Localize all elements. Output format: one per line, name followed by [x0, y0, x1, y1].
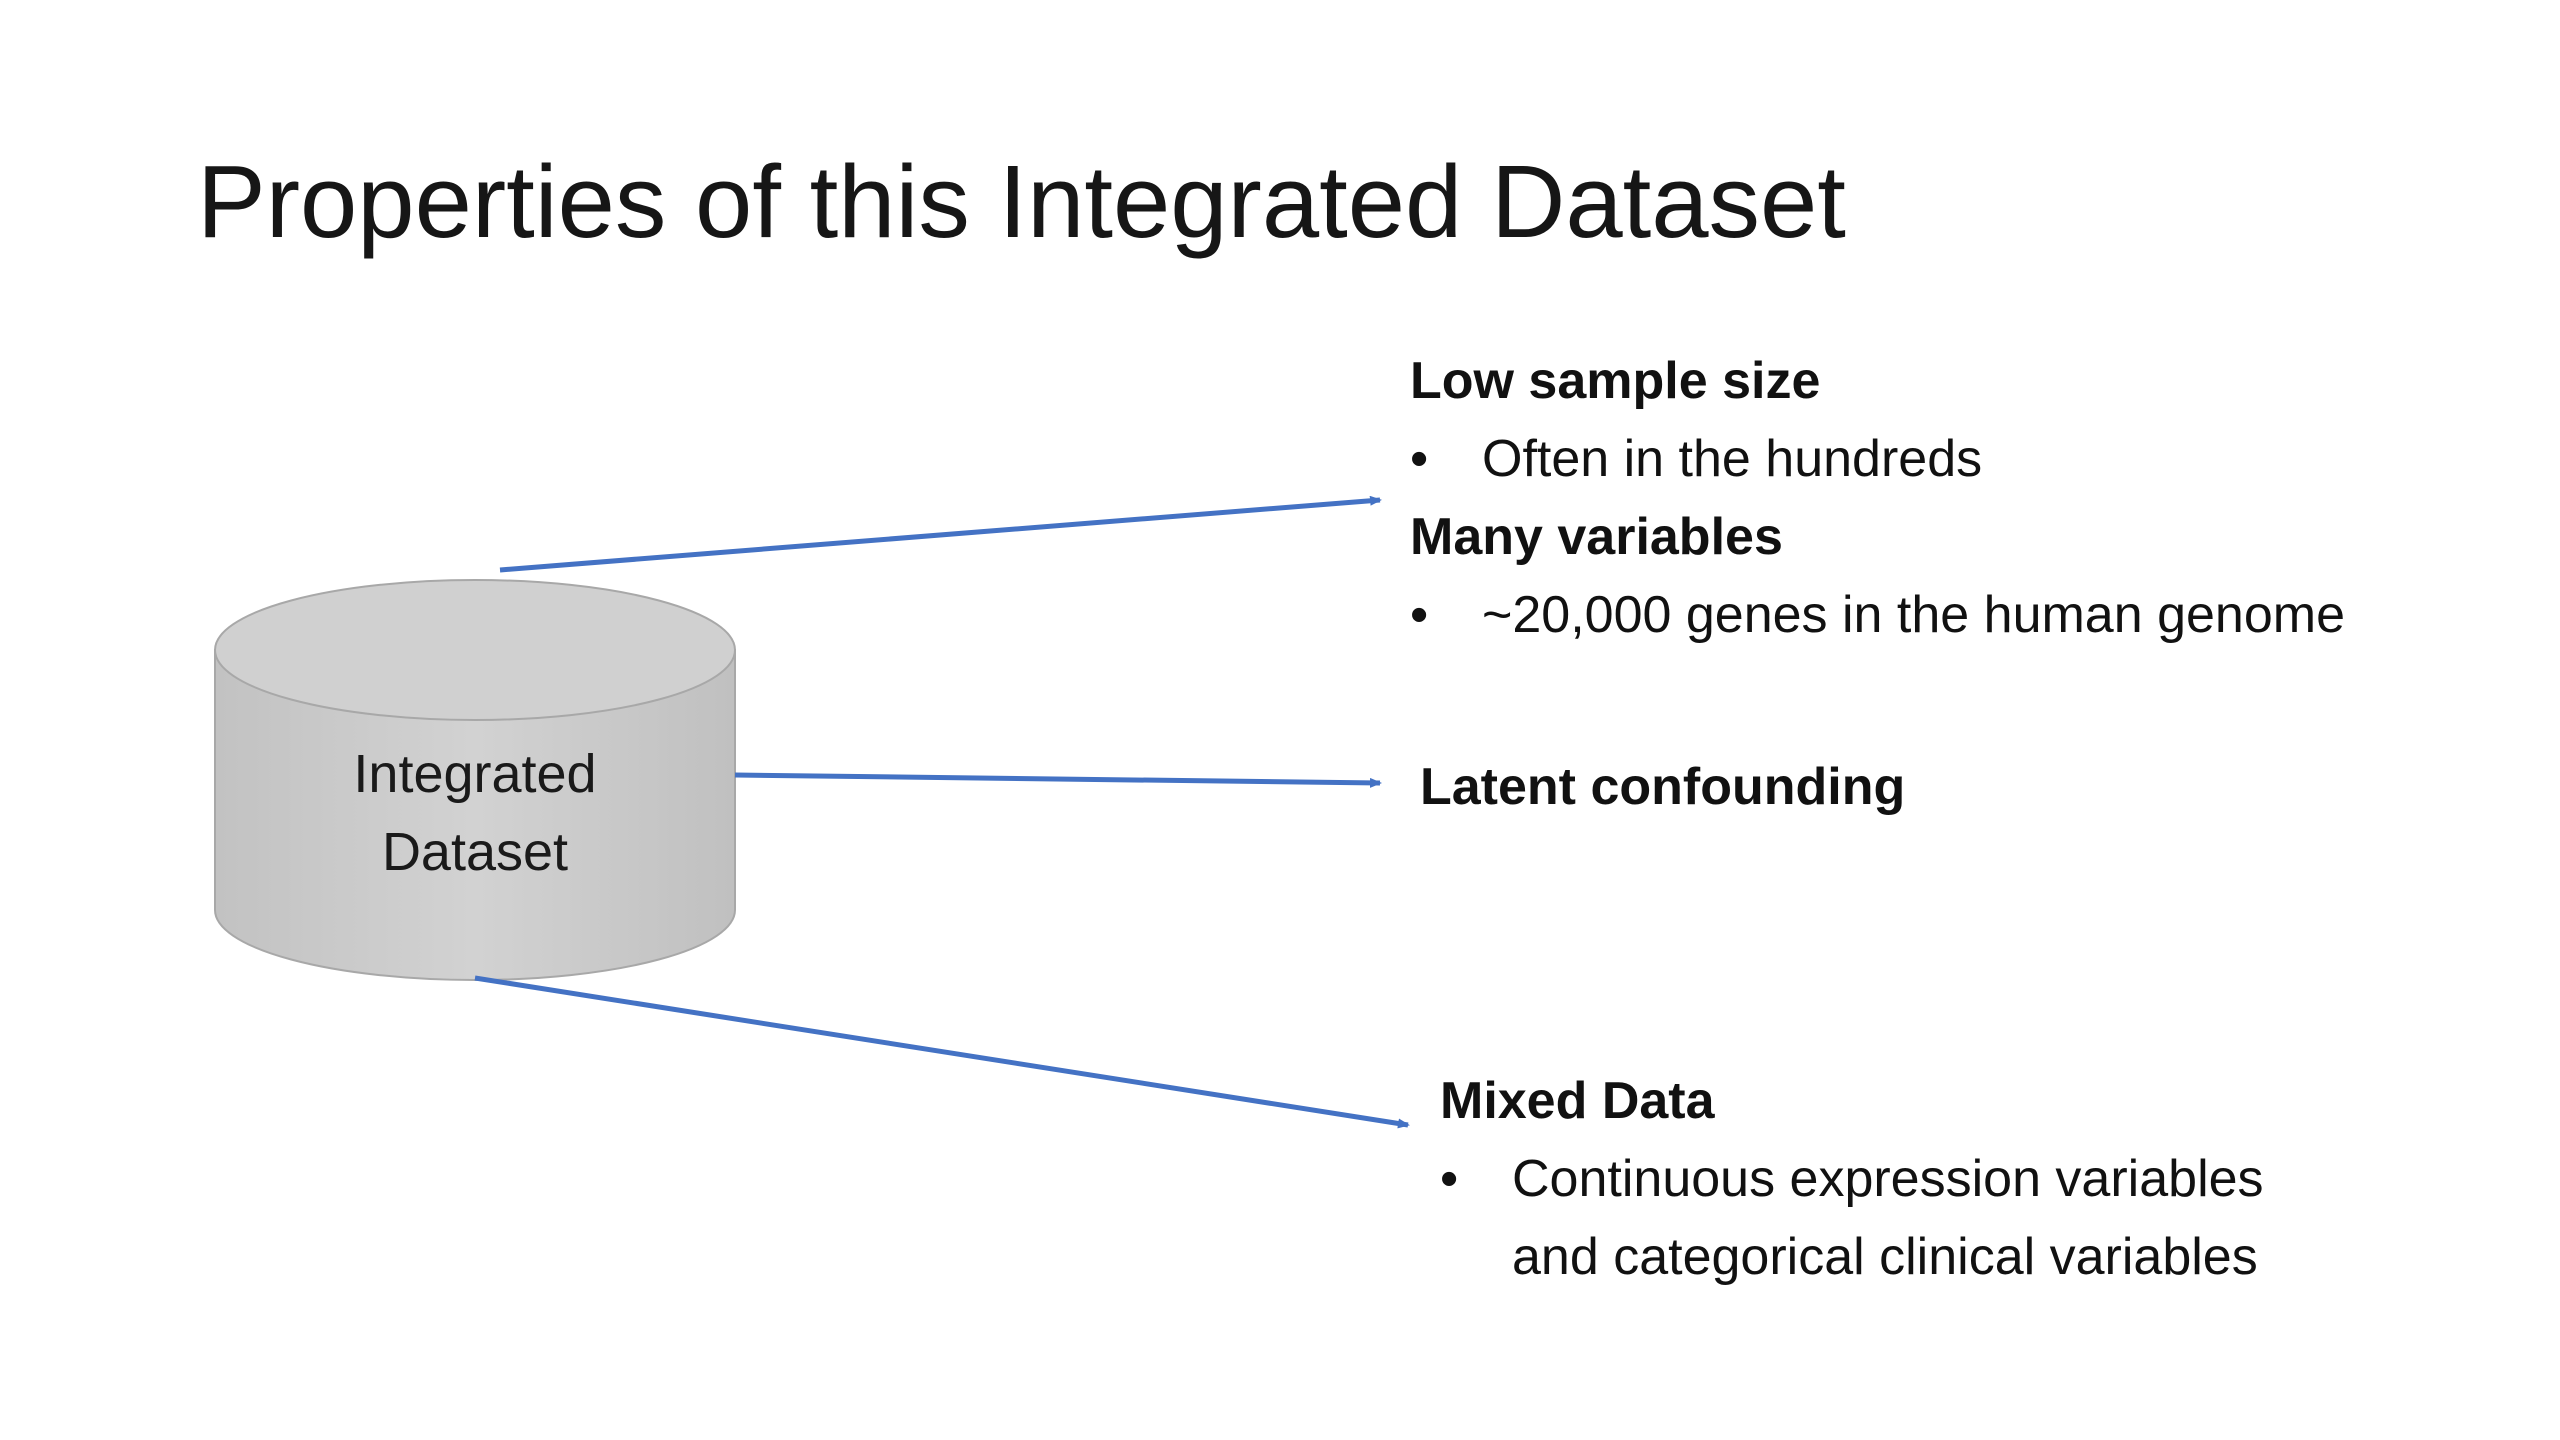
bullet-text-continuation: and categorical clinical variables [1512, 1228, 2258, 1286]
slide-title: Properties of this Integrated Dataset [197, 144, 1846, 259]
database-label-line2: Dataset [381, 822, 569, 882]
bullet-text: Often in the hundreds [1482, 430, 1983, 488]
database-label: Integrated Dataset [215, 735, 735, 891]
bullet-dot: • [1440, 1150, 1459, 1208]
bullet-dot: • [1410, 586, 1429, 644]
property-heading-sample-size: Low sample size [1410, 352, 1821, 410]
property-bullet-mixed-data: • Continuous expression variables [1440, 1140, 2264, 1218]
property-bullet-sample-size: • Often in the hundreds [1410, 420, 2345, 498]
bullet-text: ~20,000 genes in the human genome [1482, 586, 2346, 644]
property-group-middle: Latent confounding [1420, 748, 1905, 826]
bullet-dot: • [1410, 430, 1429, 488]
arrow-to-sample-size [499, 495, 1382, 573]
arrow-to-mixed-data [474, 975, 1410, 1129]
property-heading-mixed-data: Mixed Data [1440, 1072, 1715, 1130]
property-group-bottom: Mixed Data • Continuous expression varia… [1440, 1062, 2264, 1296]
database-label-line1: Integrated [353, 744, 597, 804]
property-bullet-many-variables: • ~20,000 genes in the human genome [1410, 576, 2345, 654]
arrow-to-latent-confounding [734, 772, 1382, 788]
property-heading-many-variables: Many variables [1410, 508, 1783, 566]
property-heading-latent-confounding: Latent confounding [1420, 758, 1906, 816]
bullet-text: Continuous expression variables [1512, 1150, 2264, 1208]
property-group-top: Low sample size • Often in the hundreds … [1410, 342, 2345, 654]
